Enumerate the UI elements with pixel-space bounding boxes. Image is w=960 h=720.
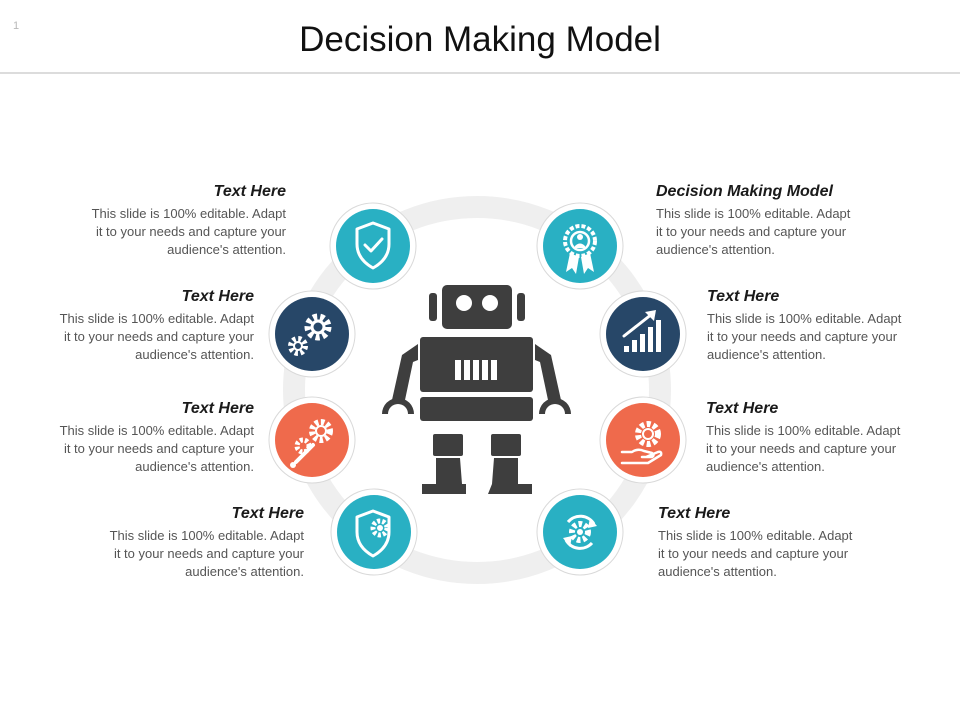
slide-number: 1 xyxy=(13,20,20,32)
icon-circle-bottom-right xyxy=(536,488,624,576)
block-body: This slide is 100% editable. Adapt it to… xyxy=(658,528,853,579)
block-body: This slide is 100% editable. Adapt it to… xyxy=(59,311,254,362)
block-body: This slide is 100% editable. Adapt it to… xyxy=(707,311,902,362)
block-heading: Text Here xyxy=(213,183,286,200)
block-heading: Text Here xyxy=(231,505,304,522)
block-heading: Text Here xyxy=(181,288,254,305)
icon-circle-lower-mid-right xyxy=(599,396,687,484)
text-block-lower-mid-left: Text Here This slide is 100% editable. A… xyxy=(24,399,254,476)
icon-circle-upper-mid-left xyxy=(268,290,356,378)
block-heading: Text Here xyxy=(707,288,780,305)
icon-circle-top-right xyxy=(536,202,624,290)
text-block-bottom-left: Text Here This slide is 100% editable. A… xyxy=(74,504,304,581)
award-ribbon-icon xyxy=(563,224,597,274)
block-body: This slide is 100% editable. Adapt it to… xyxy=(59,423,254,474)
shield-check-icon xyxy=(355,221,391,270)
block-body: This slide is 100% editable. Adapt it to… xyxy=(91,206,286,257)
text-block-upper-mid-left: Text Here This slide is 100% editable. A… xyxy=(24,287,254,364)
page-title: Decision Making Model xyxy=(299,20,661,59)
icon-circle-bottom-left xyxy=(330,488,418,576)
icon-circle-lower-mid-left xyxy=(268,396,356,484)
gear-wrench-icon xyxy=(290,419,333,468)
block-heading: Decision Making Model xyxy=(656,183,833,200)
block-heading: Text Here xyxy=(181,400,254,417)
text-block-lower-mid-right: Text Here This slide is 100% editable. A… xyxy=(706,399,936,476)
growth-chart-icon xyxy=(622,310,661,352)
gears-icon xyxy=(288,313,332,356)
text-block-upper-mid-right: Text Here This slide is 100% editable. A… xyxy=(707,287,937,364)
block-body: This slide is 100% editable. Adapt it to… xyxy=(109,528,304,579)
block-heading: Text Here xyxy=(706,400,779,417)
title-divider xyxy=(0,72,960,74)
icon-circle-top-left xyxy=(329,202,417,290)
text-block-top-right: Decision Making Model This slide is 100%… xyxy=(656,182,886,259)
shield-gear-icon xyxy=(355,509,391,558)
block-heading: Text Here xyxy=(658,505,731,522)
text-block-top-left: Text Here This slide is 100% editable. A… xyxy=(56,182,286,259)
gear-cycle-icon xyxy=(563,514,597,550)
icon-circle-upper-mid-right xyxy=(599,290,687,378)
block-body: This slide is 100% editable. Adapt it to… xyxy=(656,206,851,257)
robot-icon xyxy=(382,285,571,494)
block-body: This slide is 100% editable. Adapt it to… xyxy=(706,423,901,474)
ring-track xyxy=(283,196,671,584)
text-block-bottom-right: Text Here This slide is 100% editable. A… xyxy=(658,504,888,581)
hand-gear-icon xyxy=(620,421,663,465)
